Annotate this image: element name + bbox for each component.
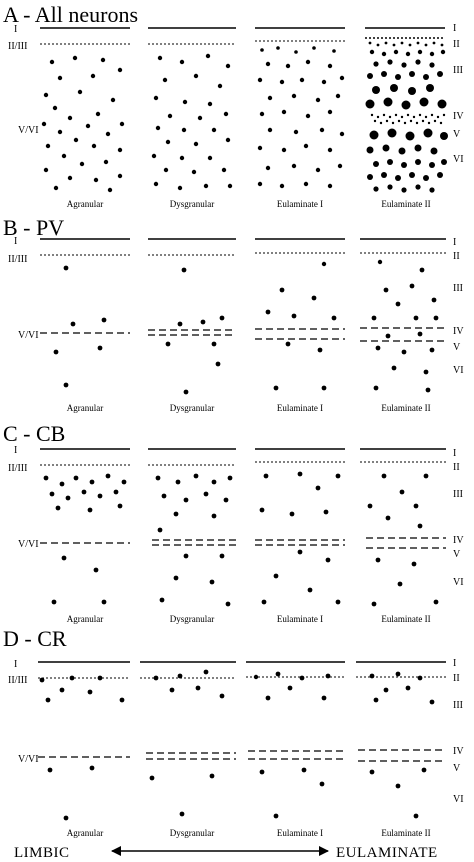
panel-d-column-agranular: Agranular [38,661,130,838]
panel-a-label-i: I [14,24,17,35]
column-label: Dysgranular [170,199,215,209]
panel-c-right-label-vi: VI [453,577,464,588]
panel-a-right-label-ii: II [453,39,460,50]
panel-a-column-eulaminate-ii: Eulaminate II [365,27,448,209]
panel-c-right-label-iii: III [453,489,463,500]
panel-a-column-agranular: Agranular [40,27,130,209]
panel-a-label-ii-iii: II/III [8,41,27,52]
neuron-dots [155,473,233,607]
neuron-dots [369,671,435,819]
panel-a-right-label-v: V [453,129,461,140]
column-label: Eulaminate II [381,199,430,209]
panel-c-right-label-ii: II [453,462,460,473]
panel-b-right-label-v: V [453,342,461,353]
panel-d-right-label-vi: VI [453,794,464,805]
panel-a-column-eulaminate-i: Eulaminate I [255,27,345,209]
panel-c-label-v-vi: V/VI [18,539,39,550]
neuron-dots [253,671,331,819]
column-label: Eulaminate II [381,828,430,838]
panel-c-column-agranular: Agranular [40,448,130,624]
panel-d-label-v-vi: V/VI [18,754,39,765]
column-label: Dysgranular [170,614,215,624]
panel-b-right-label-vi: VI [453,365,464,376]
column-label: Eulaminate II [381,614,430,624]
panel-d-right-label-ii: II [453,673,460,684]
panel-b: B - PV I II/III V/VI I II III IV V VI Ag… [3,215,464,413]
panel-b-title: B - PV [3,215,64,240]
panel-d-right-label-i: I [453,658,456,669]
panel-b-column-eulaminate-i: Eulaminate I [255,238,345,413]
neuron-dots [165,267,225,395]
neuron-dots [151,53,233,191]
neuron-dots [265,261,337,391]
panel-a: A - All neurons I II/III V/VI I II III I… [3,2,464,209]
panel-b-label-ii-iii: II/III [8,254,27,265]
panel-b-right-label-i: I [453,237,456,248]
panel-b-right-label-iii: III [453,283,463,294]
column-label: Dysgranular [170,828,215,838]
panel-b-right-label-ii: II [453,251,460,262]
panel-a-right-label-i: I [453,23,456,34]
panel-d-right-label-v: V [453,763,461,774]
column-label: Eulaminate I [277,199,323,209]
neuron-dots [41,55,125,193]
panel-a-column-dysgranular: Dysgranular [148,27,236,209]
column-label: Eulaminate II [381,403,430,413]
panel-c: C - CB I II/III V/VI I II III IV V VI Ag… [3,421,464,624]
panel-b-column-dysgranular: Dysgranular [148,238,236,413]
panel-d-column-eulaminate-i: Eulaminate I [246,661,345,838]
gradient-axis: LIMBIC EULAMINATE [14,845,438,861]
neuron-dots [259,471,341,605]
panel-d-column-eulaminate-ii: Eulaminate II [356,661,446,838]
panel-c-column-dysgranular: Dysgranular [148,448,236,624]
panel-c-label-i: I [14,445,17,456]
column-label: Agranular [67,199,103,209]
panel-d-right-label-iii: III [453,700,463,711]
neuron-dots [365,41,448,193]
panel-c-column-eulaminate-ii: Eulaminate II [360,448,446,624]
panel-d-label-ii-iii: II/III [8,675,27,686]
neuron-dots [53,265,107,388]
neuron-dots [39,675,125,821]
panel-c-title: C - CB [3,421,65,446]
panel-b-label-v-vi: V/VI [18,330,39,341]
panel-c-right-label-v: V [453,549,461,560]
axis-label-limbic: LIMBIC [14,845,70,861]
neuron-dots [367,473,439,607]
column-label: Agranular [67,403,103,413]
panel-b-label-i: I [14,236,17,247]
column-label: Eulaminate I [277,614,323,624]
panel-a-right-label-iii: III [453,65,463,76]
panel-c-column-eulaminate-i: Eulaminate I [255,448,345,624]
panel-c-right-label-i: I [453,448,456,459]
axis-label-eulaminate: EULAMINATE [336,845,438,861]
panel-d-right-label-iv: IV [453,746,464,757]
panel-c-right-label-iv: IV [453,535,464,546]
panel-d-label-i: I [14,659,17,670]
neuron-dots [43,473,127,605]
column-label: Dysgranular [170,403,215,413]
panel-b-column-agranular: Agranular [40,238,130,413]
panel-a-right-label-iv: IV [453,111,464,122]
panel-a-title: A - All neurons [3,2,138,27]
neuron-dots [371,259,439,393]
column-label: Eulaminate I [277,403,323,413]
column-label: Agranular [67,614,103,624]
panel-b-column-eulaminate-ii: Eulaminate II [360,238,446,413]
panel-a-right-label-vi: VI [453,154,464,165]
panel-b-right-label-iv: IV [453,326,464,337]
column-label: Eulaminate I [277,828,323,838]
neuron-dots [257,46,345,189]
panel-d-title: D - CR [3,626,67,651]
column-label: Agranular [67,828,103,838]
panel-d-column-dysgranular: Dysgranular [140,661,236,838]
panel-a-label-v-vi: V/VI [18,125,39,136]
panel-d: D - CR I II/III V/VI I II III IV V VI Ag… [3,626,464,838]
panel-c-label-ii-iii: II/III [8,463,27,474]
neuron-dots [149,669,225,817]
